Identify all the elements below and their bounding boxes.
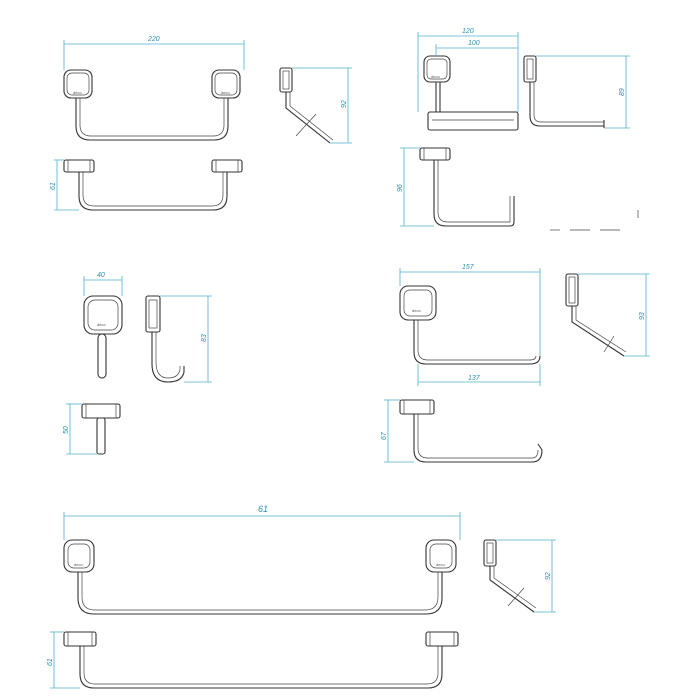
- base: [399, 399, 435, 415]
- mount-plate-left: [63, 539, 95, 573]
- mount-plate: [399, 285, 437, 321]
- dim-front-height: 50: [63, 426, 70, 434]
- brand-logo: deco: [412, 308, 421, 313]
- dim-width: 220: [147, 36, 160, 43]
- paper-holder-bar-bottom-view: 67: [381, 399, 543, 463]
- side-mount: [565, 273, 579, 307]
- paper-holder-bar-side-view: 93: [565, 273, 650, 357]
- brand-logo: deco: [431, 74, 440, 79]
- brand-logo-left: deco: [74, 562, 83, 567]
- mount-plate: [83, 295, 123, 335]
- mount-plate-right: [211, 69, 241, 99]
- dim-side-height: 92: [545, 572, 552, 580]
- robe-hook-group: deco 40 83 50: [63, 272, 212, 455]
- dim-width-bottom: 137: [468, 375, 481, 382]
- mount-plate-left: [63, 69, 93, 99]
- side-mount: [483, 539, 497, 567]
- paper-holder-bar-group: deco 157 137 93: [381, 264, 650, 463]
- towel-rail-long-bottom-view: 61: [47, 631, 459, 689]
- side-mount: [523, 55, 537, 83]
- base-left: [63, 631, 97, 647]
- dim-side-height: 92: [341, 100, 348, 108]
- dim-front-height: 67: [381, 431, 388, 440]
- dim-side-height: 83: [201, 334, 208, 342]
- shelf-plate: [427, 111, 519, 131]
- dim-side-height: 93: [639, 312, 646, 320]
- hook-stem-bottom: [96, 417, 106, 455]
- brand-logo-left: deco: [73, 90, 82, 95]
- dim-front-height: 96: [397, 184, 404, 192]
- mount-plate-right: [425, 539, 457, 573]
- robe-hook-front-view: deco 40: [83, 272, 123, 379]
- mount-plate: [423, 55, 451, 83]
- paper-holder-shelf-group: deco 120 100 89: [397, 28, 639, 231]
- rail-bar: [75, 98, 229, 141]
- dim-width: 61: [258, 504, 268, 514]
- base: [81, 403, 121, 419]
- base: [419, 147, 451, 161]
- towel-rail-small-front-view: deco deco 220: [63, 36, 245, 141]
- towel-rail-small-group: deco deco 220 92: [50, 36, 352, 211]
- towel-rail-small-bottom-view: 61: [50, 159, 243, 211]
- side-mount: [145, 295, 161, 333]
- brand-logo-right: deco: [221, 90, 230, 95]
- robe-hook-bottom-view: 50: [63, 403, 121, 455]
- rail-bar: [77, 572, 443, 615]
- paper-holder-bar-front-view: deco 157 137: [399, 264, 541, 386]
- dim-front-height: 61: [47, 658, 54, 666]
- towel-rail-long-side-view: 92: [483, 539, 556, 613]
- dim-front-height: 61: [50, 182, 57, 190]
- paper-holder-shelf-front-view: deco 120 100: [417, 28, 519, 131]
- brand-logo: deco: [97, 322, 106, 327]
- hook-stem: [97, 333, 107, 379]
- dim-width: 40: [97, 272, 105, 279]
- dim-side-height: 89: [619, 88, 626, 96]
- brand-logo-right: deco: [436, 562, 445, 567]
- robe-hook-side-view: 83: [145, 295, 212, 383]
- dim-width-outer: 120: [462, 28, 474, 35]
- towel-rail-long-front-view: deco deco 61: [63, 504, 461, 615]
- paper-holder-shelf-bottom-view: 96: [397, 147, 639, 231]
- base-right: [211, 159, 243, 173]
- towel-rail-long-group: deco deco 61 92: [47, 504, 556, 689]
- base-left: [63, 159, 95, 173]
- dim-width-top: 157: [462, 264, 475, 271]
- dim-width-inner: 100: [468, 40, 480, 47]
- base-right: [425, 631, 459, 647]
- towel-rail-small-side-view: 92: [279, 67, 352, 144]
- paper-holder-shelf-side-view: 89: [523, 55, 630, 129]
- side-mount: [279, 67, 293, 93]
